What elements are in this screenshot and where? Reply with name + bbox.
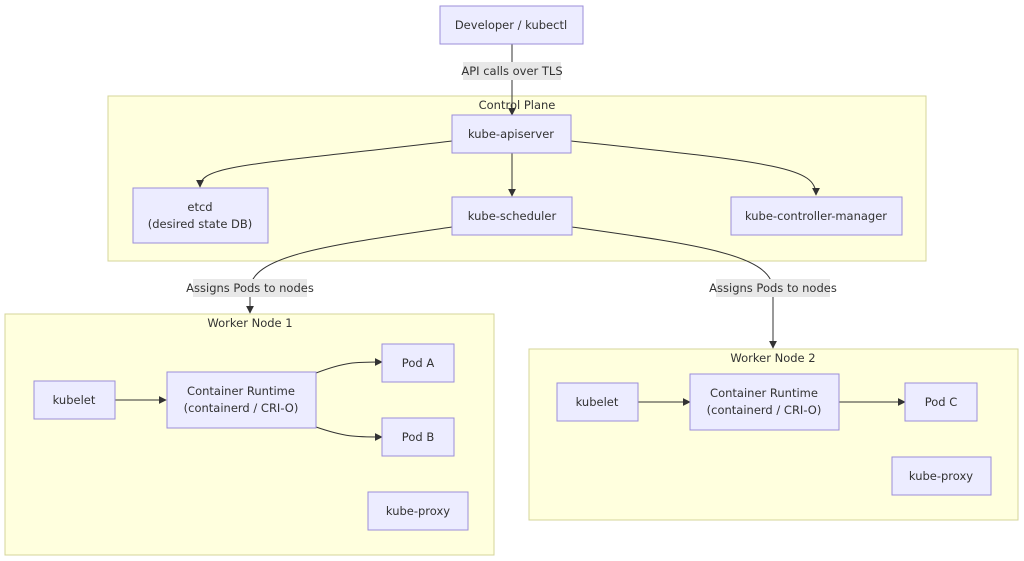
node-w1-runtime-label-line1: Container Runtime [187,384,295,398]
node-w1-pod-b[interactable]: Pod B [381,417,455,457]
node-developer[interactable]: Developer / kubectl [439,5,584,45]
worker-node-1-title: Worker Node 1 [207,316,292,330]
node-w1-container-runtime[interactable]: Container Runtime (containerd / CRI-O) [166,371,317,429]
edge-w1-runtime-poda [315,358,383,374]
node-w2-kube-proxy[interactable]: kube-proxy [891,456,992,496]
node-kube-controller-manager-label: kube-controller-manager [745,209,887,223]
edge-apiserver-etcd [196,140,453,188]
node-w2-runtime-label-line1: Container Runtime [710,386,818,400]
node-w2-container-runtime[interactable]: Container Runtime (containerd / CRI-O) [689,373,840,431]
node-w1-kube-proxy[interactable]: kube-proxy [367,491,469,531]
node-w1-pod-a[interactable]: Pod A [381,343,455,383]
node-w1-kube-proxy-label: kube-proxy [386,504,450,518]
edge-label-api-calls: API calls over TLS [461,62,563,80]
edge-apiserver-controller [570,140,820,196]
node-kube-scheduler[interactable]: kube-scheduler [451,196,573,236]
node-w1-kubelet-label: kubelet [53,393,96,407]
node-w1-kubelet[interactable]: kubelet [33,380,116,420]
node-w2-pod-c-label: Pod C [925,395,958,409]
node-etcd-label-line2: (desired state DB) [148,217,253,231]
edge-label-assign-2: Assigns Pods to nodes [709,279,837,297]
node-developer-label: Developer / kubectl [455,18,567,32]
edge-label-assign-1-text: Assigns Pods to nodes [186,281,314,295]
node-w2-pod-c[interactable]: Pod C [904,382,978,422]
node-etcd[interactable]: etcd (desired state DB) [132,187,269,244]
node-kube-scheduler-label: kube-scheduler [468,209,557,223]
node-kube-apiserver-label: kube-apiserver [468,127,554,141]
node-w2-kubelet-label: kubelet [576,395,619,409]
edge-label-assign-1: Assigns Pods to nodes [186,279,314,297]
edge-label-assign-2-text: Assigns Pods to nodes [709,281,837,295]
node-etcd-label-line1: etcd [187,200,212,214]
worker-node-2-title: Worker Node 2 [730,351,815,365]
control-plane-title: Control Plane [479,98,556,112]
node-w2-kubelet[interactable]: kubelet [556,382,639,422]
node-w2-runtime-label-line2: (containerd / CRI-O) [707,403,822,417]
edge-w1-runtime-podb [315,426,383,441]
node-w1-pod-b-label: Pod B [402,430,435,444]
node-kube-apiserver[interactable]: kube-apiserver [451,114,572,154]
edge-label-api-calls-text: API calls over TLS [461,64,562,78]
node-w1-runtime-label-line2: (containerd / CRI-O) [184,401,299,415]
node-kube-controller-manager[interactable]: kube-controller-manager [730,196,903,236]
node-w2-kube-proxy-label: kube-proxy [909,469,973,483]
node-w1-pod-a-label: Pod A [402,356,435,370]
